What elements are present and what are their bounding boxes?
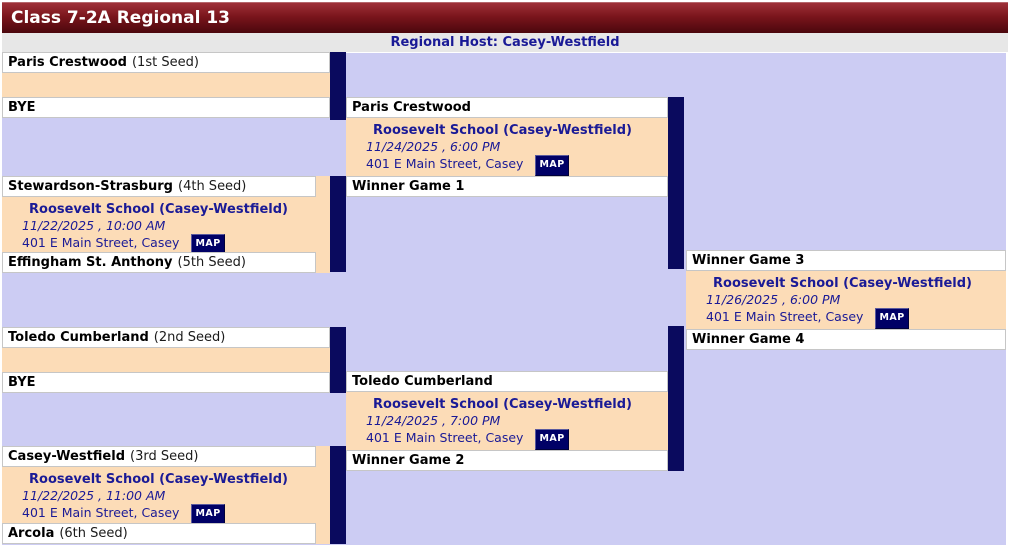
matchup-4: Casey-Westfield (3rd Seed) Roosevelt Sch… (2, 446, 330, 544)
team-row-winner-game-1: Winner Game 1 (346, 176, 668, 197)
matchup-2: Stewardson-Strasburg (4th Seed) Roosevel… (2, 176, 330, 273)
matchup-6: Toledo Cumberland Roosevelt School (Case… (346, 371, 668, 471)
game-datetime: 11/24/2025 , 6:00 PM (366, 139, 501, 154)
team-seed: (3rd Seed) (130, 449, 199, 464)
connector-bar (668, 326, 684, 471)
matchup-7: Winner Game 3 Roosevelt School (Casey-We… (686, 250, 1006, 350)
team-row-stewardson-strasburg: Stewardson-Strasburg (4th Seed) (2, 176, 316, 197)
game-venue: Roosevelt School (Casey-Westfield) (373, 397, 632, 412)
game-info-game3: Roosevelt School (Casey-Westfield) 11/24… (346, 118, 668, 176)
team-row-bye: BYE (2, 97, 330, 118)
team-row-casey-westfield: Casey-Westfield (3rd Seed) (2, 446, 316, 467)
connector-bar (330, 52, 346, 120)
game-slot-empty (2, 73, 330, 97)
map-button[interactable]: MAP (191, 504, 225, 523)
matchup-3: Toledo Cumberland (2nd Seed) BYE (2, 327, 330, 393)
game-info-game1: Roosevelt School (Casey-Westfield) 11/22… (2, 197, 330, 252)
team-row-toledo-cumberland: Toledo Cumberland (2nd Seed) (2, 327, 330, 348)
game-info-game4: Roosevelt School (Casey-Westfield) 11/24… (346, 392, 668, 450)
connector-bar (330, 446, 346, 544)
game-address-line: 401 E Main Street, Casey MAP (706, 308, 1002, 329)
map-button[interactable]: MAP (535, 155, 569, 176)
game-venue: Roosevelt School (Casey-Westfield) (29, 202, 288, 217)
game-datetime: 11/22/2025 , 11:00 AM (22, 488, 166, 503)
team-row-bye: BYE (2, 372, 330, 393)
team-row-winner-game-3: Winner Game 3 (686, 250, 1006, 271)
game-address: 401 E Main Street, Casey (706, 309, 864, 324)
game-address-line: 401 E Main Street, Casey MAP (366, 429, 664, 450)
team-name: Effingham St. Anthony (8, 255, 173, 270)
team-name: Winner Game 4 (692, 332, 805, 347)
team-row-winner-game-2: Winner Game 2 (346, 450, 668, 471)
game-datetime: 11/24/2025 , 7:00 PM (366, 413, 501, 428)
team-row-effingham-st-anthony: Effingham St. Anthony (5th Seed) (2, 252, 316, 273)
game-info-final: Roosevelt School (Casey-Westfield) 11/26… (686, 271, 1006, 329)
team-row-winner-game-4: Winner Game 4 (686, 329, 1006, 350)
game-address: 401 E Main Street, Casey (22, 235, 180, 250)
game-venue: Roosevelt School (Casey-Westfield) (29, 472, 288, 487)
team-name: BYE (8, 375, 36, 390)
team-name: Winner Game 1 (352, 179, 465, 194)
map-button[interactable]: MAP (875, 308, 909, 329)
team-name: Arcola (8, 526, 55, 541)
matchup-5: Paris Crestwood Roosevelt School (Casey-… (346, 97, 668, 197)
team-name: Paris Crestwood (8, 55, 127, 70)
connector-bar (330, 327, 346, 393)
team-row-toledo-cumberland-r2: Toledo Cumberland (346, 371, 668, 392)
team-row-paris-crestwood-r2: Paris Crestwood (346, 97, 668, 118)
game-datetime: 11/22/2025 , 10:00 AM (22, 218, 166, 233)
team-seed: (2nd Seed) (153, 330, 226, 345)
team-seed: (4th Seed) (178, 179, 247, 194)
map-button[interactable]: MAP (191, 234, 225, 252)
team-name: Toledo Cumberland (352, 374, 493, 389)
game-address: 401 E Main Street, Casey (366, 430, 524, 445)
game-venue: Roosevelt School (Casey-Westfield) (373, 123, 632, 138)
map-button[interactable]: MAP (535, 429, 569, 450)
team-name: Toledo Cumberland (8, 330, 149, 345)
game-address-line: 401 E Main Street, Casey MAP (22, 234, 326, 252)
team-name: Casey-Westfield (8, 449, 126, 464)
game-slot-empty (2, 348, 330, 372)
team-name: Winner Game 3 (692, 253, 805, 268)
team-seed: (5th Seed) (177, 255, 246, 270)
game-address-line: 401 E Main Street, Casey MAP (22, 504, 326, 523)
connector-bar (668, 97, 684, 269)
team-name: Stewardson-Strasburg (8, 179, 173, 194)
team-name: Winner Game 2 (352, 453, 465, 468)
regional-host-banner: Regional Host: Casey-Westfield (2, 33, 1008, 53)
game-address: 401 E Main Street, Casey (22, 505, 180, 520)
game-datetime: 11/26/2025 , 6:00 PM (706, 292, 841, 307)
team-seed: (1st Seed) (131, 55, 199, 70)
game-info-game2: Roosevelt School (Casey-Westfield) 11/22… (2, 467, 330, 523)
game-venue: Roosevelt School (Casey-Westfield) (713, 276, 972, 291)
team-row-arcola: Arcola (6th Seed) (2, 523, 316, 544)
game-address: 401 E Main Street, Casey (366, 156, 524, 171)
connector-bar (330, 176, 346, 272)
game-address-line: 401 E Main Street, Casey MAP (366, 155, 664, 176)
matchup-1: Paris Crestwood (1st Seed) BYE (2, 52, 330, 118)
page-title: Class 7-2A Regional 13 (2, 2, 1008, 33)
team-name: BYE (8, 100, 36, 115)
team-seed: (6th Seed) (59, 526, 128, 541)
team-name: Paris Crestwood (352, 100, 471, 115)
team-row-paris-crestwood: Paris Crestwood (1st Seed) (2, 52, 330, 73)
